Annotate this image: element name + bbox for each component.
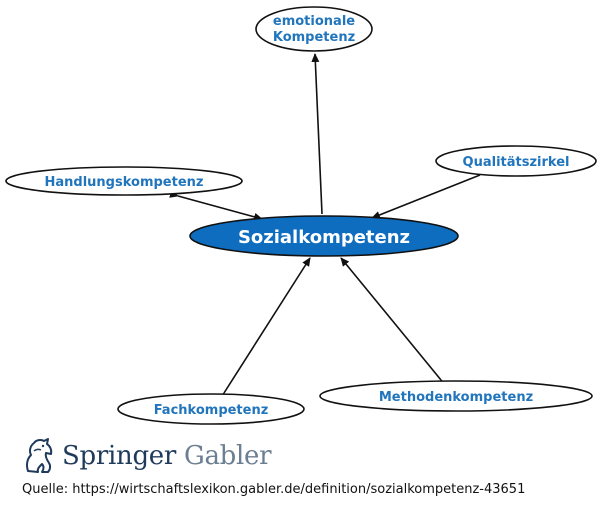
mind-map-diagram: emotionale Kompetenz Handlungskompetenz … [5, 6, 597, 425]
node-emotionale-label-1: emotionale [273, 14, 355, 29]
brand-name: Springer Gabler [62, 441, 272, 471]
node-methodenkompetenz[interactable]: Methodenkompetenz [319, 380, 593, 412]
node-qualitaetszirkel[interactable]: Qualitätszirkel [435, 145, 597, 177]
edge-handlung [169, 190, 263, 221]
node-fachkompetenz[interactable]: Fachkompetenz [117, 393, 305, 425]
node-handlung-label: Handlungskompetenz [45, 175, 204, 190]
brand-primary: Springer [62, 441, 177, 471]
edge-emotionale [311, 53, 323, 215]
node-qualitaet-label: Qualitätszirkel [463, 155, 570, 170]
node-handlungskompetenz[interactable]: Handlungskompetenz [5, 166, 243, 196]
brand-secondary: Gabler [183, 441, 272, 471]
springer-gabler-logo: Springer Gabler [22, 436, 272, 476]
node-emotionale-kompetenz[interactable]: emotionale Kompetenz [255, 6, 373, 52]
node-emotionale-label-2: Kompetenz [273, 30, 355, 45]
edge-qualitaet [371, 174, 481, 219]
node-fach-label: Fachkompetenz [154, 403, 269, 418]
edge-methoden [340, 257, 450, 389]
edge-fach [216, 257, 311, 402]
center-label: Sozialkompetenz [238, 227, 410, 248]
source-citation: Quelle: https://wirtschaftslexikon.gable… [22, 482, 526, 497]
node-sozialkompetenz-center[interactable]: Sozialkompetenz [189, 215, 459, 257]
node-methoden-label: Methodenkompetenz [379, 390, 533, 405]
springer-horse-icon [26, 438, 53, 473]
